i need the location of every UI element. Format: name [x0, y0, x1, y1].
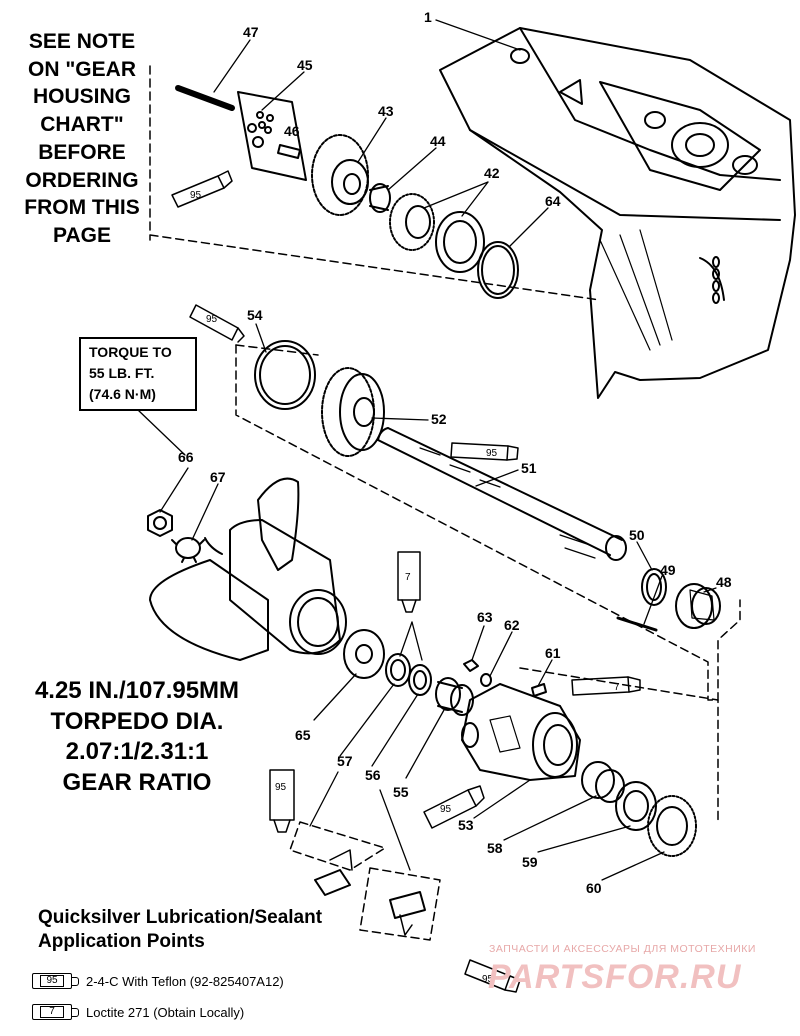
tube-label-95: 95 — [190, 190, 202, 201]
callout-numbers: 1 42 43 44 45 46 47 48 49 50 51 52 53 54… — [178, 9, 732, 896]
tube-label-7: 7 — [405, 572, 411, 583]
sealant-tube-icon: 95 — [32, 973, 79, 989]
callout-61: 61 — [545, 645, 561, 661]
prop-nut-66 — [147, 509, 173, 537]
o-ring-54 — [254, 340, 316, 410]
pin-61 — [531, 683, 547, 697]
callout-53: 53 — [458, 817, 474, 833]
tube-label: 95 95 95 7 7 95 95 95 — [190, 190, 620, 985]
legend-item-95: 95 2-4-C With Teflon (92-825407A12) — [32, 973, 284, 989]
callout-52: 52 — [431, 411, 447, 427]
legend-code: 95 — [40, 975, 64, 987]
callout-55: 55 — [393, 784, 409, 800]
callout-44: 44 — [430, 133, 446, 149]
sealant-tube-icon: 7 — [32, 1004, 79, 1020]
callout-56: 56 — [365, 767, 381, 783]
legend-title: Quicksilver Lubrication/Sealant Applicat… — [38, 906, 322, 954]
pin-49 — [616, 616, 658, 632]
tube-label-95: 95 — [275, 782, 287, 793]
torpedo-spec-note: 4.25 IN./107.95MM TORPEDO DIA. 2.07:1/2.… — [14, 676, 260, 799]
spec-line: TORPEDO DIA. — [50, 707, 224, 735]
washer-59 — [615, 781, 657, 831]
tube-label-95: 95 — [486, 448, 498, 459]
watermark-logo: PARTSFOR.RU — [488, 958, 742, 996]
legend-text: 2-4-C With Teflon (92-825407A12) — [86, 973, 284, 989]
seal-57 — [385, 653, 411, 687]
callout-62: 62 — [504, 617, 520, 633]
pinion-gear-43 — [311, 134, 369, 216]
callout-43: 43 — [378, 103, 394, 119]
bearing-carrier-53 — [461, 683, 581, 781]
note-line: ON "GEAR — [28, 57, 136, 81]
callout-66: 66 — [178, 449, 194, 465]
needle-bearing-44 — [369, 183, 391, 213]
watermark-text: ЗАПЧАСТИ И АКСЕССУАРЫ ДЛЯ МОТОТЕХНИКИ — [489, 943, 756, 955]
propeller — [149, 477, 347, 661]
seal-56 — [408, 664, 432, 696]
callout-48: 48 — [716, 574, 732, 590]
spec-line: 4.25 IN./107.95MM — [34, 677, 240, 704]
leader-lines — [137, 19, 717, 881]
callout-54: 54 — [247, 307, 263, 323]
seal-detail-inset — [314, 849, 426, 936]
callout-65: 65 — [295, 727, 311, 743]
tube-label-95: 95 — [206, 314, 218, 325]
needle-bearing-55 — [435, 677, 474, 716]
tapered-bearing-42 — [389, 193, 485, 273]
legend-code: 7 — [40, 1006, 64, 1018]
callout-67: 67 — [210, 469, 226, 485]
callout-58: 58 — [487, 840, 503, 856]
torque-spec-box: TORQUE TO 55 LB. FT. (74.6 N·M) — [79, 337, 197, 411]
callout-51: 51 — [521, 460, 537, 476]
spec-line: GEAR RATIO — [62, 769, 212, 797]
callout-63: 63 — [477, 609, 493, 625]
callout-64: 64 — [545, 193, 561, 209]
note-line: BEFORE — [38, 140, 126, 164]
legend-text: Loctite 271 (Obtain Locally) — [86, 1004, 245, 1020]
note-line: CHART" — [40, 113, 124, 137]
callout-49: 49 — [660, 562, 676, 578]
note-line: PAGE — [53, 224, 111, 248]
callout-42: 42 — [484, 165, 500, 181]
sealant-tube-icon — [171, 170, 641, 993]
callout-50: 50 — [629, 527, 645, 543]
note-line: ORDERING — [25, 168, 139, 192]
callout-45: 45 — [297, 57, 313, 73]
legend-item-7: 7 Loctite 271 (Obtain Locally) — [32, 1004, 244, 1020]
tube-label-95: 95 — [440, 804, 452, 815]
callout-1: 1 — [424, 9, 432, 25]
propeller-shaft-51 — [377, 427, 627, 561]
ring-50 — [641, 568, 667, 606]
gear-housing — [439, 27, 796, 399]
legend-title-line: Quicksilver Lubrication/Sealant — [38, 907, 323, 928]
torque-line: 55 LB. FT. — [89, 365, 155, 381]
note-line: FROM THIS — [24, 196, 140, 220]
callout-60: 60 — [586, 880, 602, 896]
callout-47: 47 — [243, 24, 259, 40]
screw-63 — [463, 659, 479, 672]
shim-card — [237, 91, 307, 181]
torque-line: (74.6 N·M) — [89, 386, 156, 402]
spec-line: 2.07:1/2.31:1 — [65, 738, 209, 766]
note-line: SEE NOTE — [28, 30, 136, 53]
tube-label-95: 95 — [482, 974, 494, 985]
ordering-note: SEE NOTE ON "GEAR HOUSING CHART" BEFORE … — [8, 28, 156, 250]
group-outline — [149, 65, 741, 941]
tube-label-7: 7 — [614, 682, 620, 693]
note-line: HOUSING — [32, 85, 131, 109]
callout-59: 59 — [522, 854, 538, 870]
o-ring-62 — [480, 673, 492, 687]
thrust-bearing-60 — [647, 795, 697, 857]
o-ring-64 — [477, 241, 519, 299]
thrust-washer-65 — [343, 629, 385, 679]
pin-47 — [175, 85, 235, 111]
callout-57: 57 — [337, 753, 353, 769]
bevel-gear-52 — [321, 367, 385, 457]
callout-46: 46 — [284, 123, 300, 139]
torque-line: TORQUE TO — [89, 344, 172, 360]
clutch-48 — [675, 583, 721, 629]
tab-washer-67 — [171, 537, 205, 563]
legend-title-line: Application Points — [38, 930, 205, 952]
